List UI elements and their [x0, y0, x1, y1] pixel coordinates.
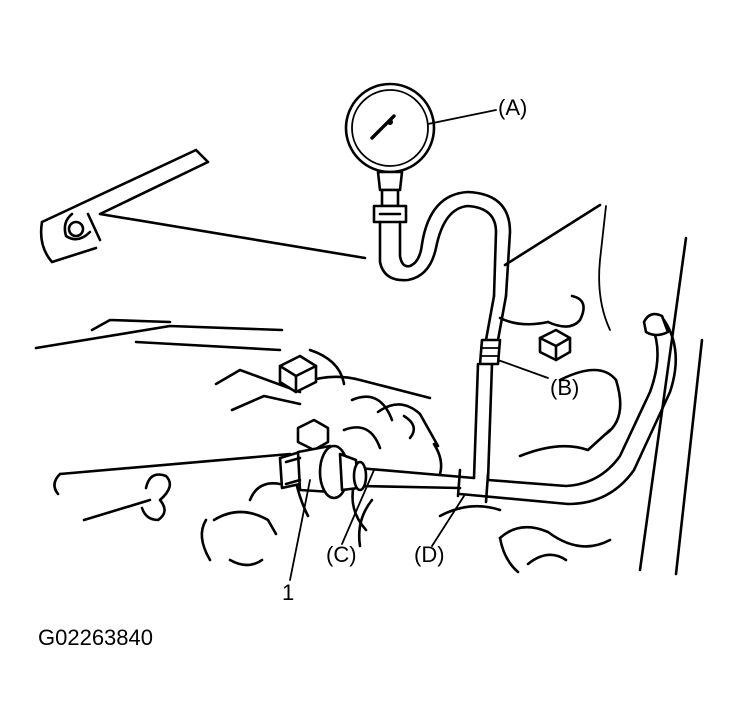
figure-id: G02263840 — [38, 625, 153, 650]
callout-b: (B) — [550, 375, 579, 400]
gauge-hose — [378, 190, 512, 298]
callout-c: (C) — [326, 542, 357, 567]
pressure-gauge — [344, 82, 436, 224]
fuel-pressure-regulator — [278, 444, 368, 500]
callout-1: 1 — [282, 580, 294, 605]
leader-lines — [289, 109, 549, 581]
callout-a: (A) — [498, 95, 527, 120]
fuel-pipe — [356, 312, 678, 506]
tee-fitting — [472, 294, 508, 482]
callout-d: (D) — [414, 542, 445, 567]
engine-background-outline — [34, 148, 704, 576]
